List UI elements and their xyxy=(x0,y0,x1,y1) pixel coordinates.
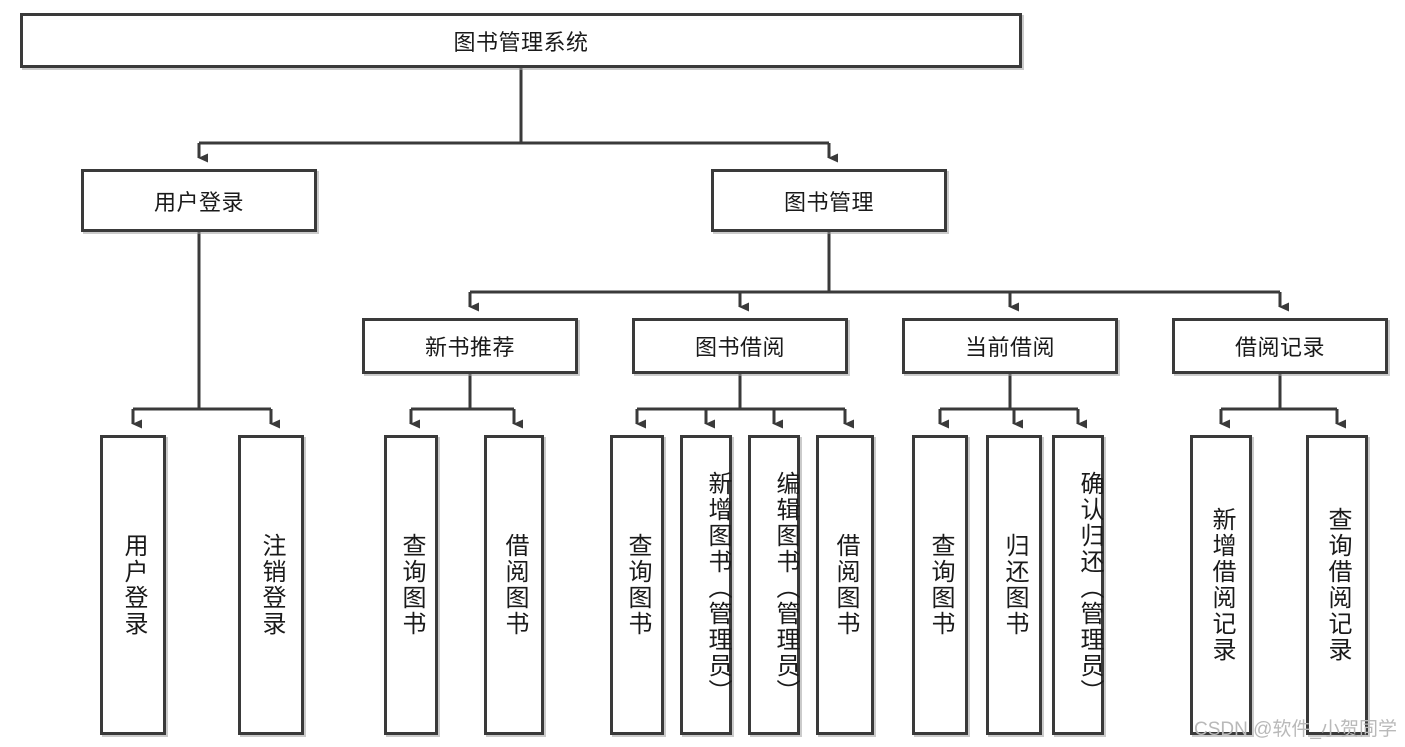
node-label: 查询图书 xyxy=(927,533,954,637)
node-label: 图书管理系统 xyxy=(453,29,589,55)
node-label: 编辑图书（管理员） xyxy=(772,471,799,705)
node-label: 图书借阅 xyxy=(694,335,785,360)
node-label: 借阅图书 xyxy=(832,533,859,637)
node-label: 用户登录 xyxy=(153,189,244,215)
node-leaf-edit-book[interactable]: 编辑图书（管理员） xyxy=(748,435,800,735)
node-label: 新书推荐 xyxy=(424,335,515,360)
node-leaf-borrow-book-2[interactable]: 借阅图书 xyxy=(816,435,874,735)
node-new-book-rec[interactable]: 新书推荐 xyxy=(362,318,578,374)
node-label: 当前借阅 xyxy=(964,335,1055,360)
node-label: 查询借阅记录 xyxy=(1324,507,1351,663)
node-root[interactable]: 图书管理系统 xyxy=(20,13,1022,68)
node-label: 新增图书（管理员） xyxy=(704,471,731,705)
node-leaf-query-book-2[interactable]: 查询图书 xyxy=(610,435,664,735)
node-leaf-query-record[interactable]: 查询借阅记录 xyxy=(1306,435,1368,735)
node-label: 注销登录 xyxy=(258,533,285,637)
node-leaf-confirm-return[interactable]: 确认归还（管理员） xyxy=(1052,435,1104,735)
node-user-login[interactable]: 用户登录 xyxy=(81,169,317,232)
node-leaf-add-record[interactable]: 新增借阅记录 xyxy=(1190,435,1252,735)
node-borrow-record[interactable]: 借阅记录 xyxy=(1172,318,1388,374)
node-leaf-logout[interactable]: 注销登录 xyxy=(238,435,304,735)
node-label: 查询图书 xyxy=(398,533,425,637)
node-label: 图书管理 xyxy=(783,189,874,215)
node-leaf-add-book[interactable]: 新增图书（管理员） xyxy=(680,435,732,735)
node-label: 查询图书 xyxy=(624,533,651,637)
node-label: 确认归还（管理员） xyxy=(1076,471,1103,705)
node-label: 用户登录 xyxy=(120,533,147,637)
node-leaf-query-book-1[interactable]: 查询图书 xyxy=(384,435,438,735)
node-label: 归还图书 xyxy=(1001,533,1028,637)
node-current-borrow[interactable]: 当前借阅 xyxy=(902,318,1118,374)
node-label: 借阅图书 xyxy=(501,533,528,637)
node-label: 借阅记录 xyxy=(1234,335,1325,360)
node-label: 新增借阅记录 xyxy=(1208,507,1235,663)
node-book-manage[interactable]: 图书管理 xyxy=(711,169,947,232)
node-leaf-borrow-book-1[interactable]: 借阅图书 xyxy=(484,435,544,735)
node-leaf-user-login[interactable]: 用户登录 xyxy=(100,435,166,735)
node-leaf-return-book[interactable]: 归还图书 xyxy=(986,435,1042,735)
node-book-borrow[interactable]: 图书借阅 xyxy=(632,318,848,374)
node-leaf-query-book-3[interactable]: 查询图书 xyxy=(912,435,968,735)
